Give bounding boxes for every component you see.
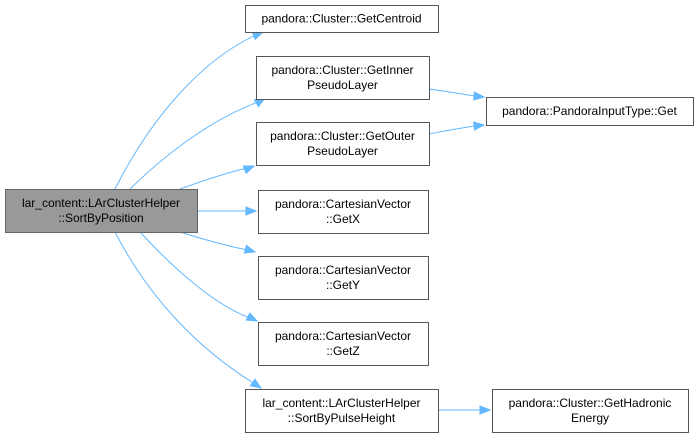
edge-n0-n7 [139, 231, 259, 322]
node-n8[interactable]: lar_content::LArClusterHelper::SortByPul… [245, 389, 439, 433]
edge-line [428, 125, 476, 135]
node-n6[interactable]: pandora::CartesianVector::GetY [258, 256, 429, 300]
node-label-line: PseudoLayer [307, 144, 378, 158]
arrow-head-icon [473, 91, 486, 101]
edge-n4-n3 [428, 121, 486, 135]
node-box[interactable] [258, 256, 429, 300]
node-label-line: pandora::CartesianVector [275, 329, 411, 343]
node-n3[interactable]: pandora::PandoraInputType::Get [486, 97, 694, 126]
node-box[interactable] [258, 190, 429, 234]
node-label-line: pandora::PandoraInputType::Get [502, 104, 677, 118]
arrow-head-icon [251, 31, 265, 41]
node-label-line: PseudoLayer [307, 78, 378, 92]
edges-layer [114, 31, 492, 415]
edge-line [139, 231, 251, 319]
node-n0[interactable]: lar_content::LArClusterHelper::SortByPos… [5, 189, 198, 233]
node-label-line: ::GetX [326, 212, 360, 226]
node-n1[interactable]: pandora::Cluster::GetCentroid [245, 5, 439, 33]
arrow-head-icon [245, 312, 259, 322]
edge-line [428, 88, 476, 97]
arrow-head-icon [249, 378, 263, 389]
node-box[interactable] [492, 389, 689, 433]
edge-n0-n5 [197, 206, 258, 216]
arrow-head-icon [245, 206, 258, 216]
edge-line [179, 231, 248, 251]
node-label-line: pandora::CartesianVector [275, 197, 411, 211]
nodes-layer: lar_content::LArClusterHelper::SortByPos… [5, 5, 694, 433]
edge-line [179, 167, 248, 190]
edge-n0-n6 [179, 231, 257, 254]
edge-line [129, 101, 259, 190]
node-label-line: pandora::Cluster::GetHadronic [509, 396, 672, 410]
node-label-line: pandora::Cluster::GetOuter [270, 129, 415, 143]
edge-line [114, 231, 256, 385]
arrow-head-icon [473, 121, 486, 131]
node-box[interactable] [245, 5, 439, 33]
node-label-line: pandora::Cluster::GetInner [271, 63, 413, 77]
node-label-line: Energy [571, 411, 609, 425]
node-box[interactable] [486, 97, 694, 126]
node-box[interactable] [256, 56, 430, 100]
edge-n0-n4 [179, 165, 256, 190]
edge-line [114, 33, 259, 190]
node-n5[interactable]: pandora::CartesianVector::GetX [258, 190, 429, 234]
arrow-head-icon [243, 244, 257, 254]
node-n7[interactable]: pandora::CartesianVector::GetZ [258, 322, 429, 366]
arrow-head-icon [242, 165, 256, 175]
root-node-box[interactable] [5, 189, 198, 233]
node-label-line: ::GetZ [326, 344, 359, 358]
edge-n0-n8 [114, 231, 263, 389]
edge-n2-n3 [428, 88, 486, 101]
edge-n0-n1 [114, 31, 265, 190]
node-box[interactable] [245, 389, 439, 433]
edge-n0-n2 [129, 97, 267, 190]
node-box[interactable] [258, 322, 429, 366]
node-label-line: lar_content::LArClusterHelper [262, 396, 420, 410]
node-label-line: ::SortByPosition [58, 211, 143, 225]
node-box[interactable] [256, 122, 430, 166]
node-label-line: ::SortByPulseHeight [288, 411, 396, 425]
arrow-head-icon [479, 405, 492, 415]
edge-n8-n9 [438, 405, 492, 415]
node-label-line: lar_content::LArClusterHelper [22, 196, 180, 210]
node-label-line: pandora::CartesianVector [275, 263, 411, 277]
node-label-line: ::GetY [326, 278, 360, 292]
node-label-line: pandora::Cluster::GetCentroid [261, 12, 421, 26]
